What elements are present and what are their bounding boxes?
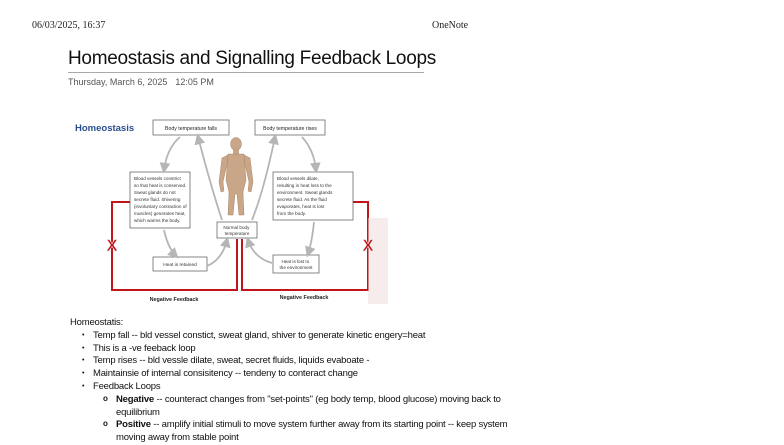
normal-temp-text: Normal body temperature [223, 225, 250, 236]
neg-feedback-right: Negative Feedback [280, 295, 329, 301]
list-item: Temp fall -- bld vessel constict, sweat … [70, 330, 510, 343]
arrow-retained-to-normal [206, 236, 231, 267]
notes-heading: Homeostatis: [70, 317, 124, 328]
arrow-rise-to-response [301, 136, 321, 174]
heat-line: environment. Sweat glands [277, 190, 333, 195]
cold-line: which warms the body. [134, 218, 180, 223]
left-feedback-loop [111, 201, 238, 291]
homeostasis-svg: Homeostasis Body temperature falls Body … [75, 119, 388, 304]
cold-line: secrete fluid. Shivering [134, 197, 181, 202]
heat-lost-text: Heat is lost to the environment [280, 259, 314, 270]
cold-line: Blood vessels constrict [134, 176, 181, 181]
box-temp-falls [152, 119, 230, 136]
desc-negative: -- counteract changes from "set-points" … [116, 393, 501, 418]
list-item: Temp rises -- bld vessle dilate, sweat, … [70, 355, 510, 368]
heat-response-text: Blood vessels dilate, resulting in heat … [277, 176, 334, 216]
homeostasis-diagram: Homeostasis Body temperature falls Body … [72, 110, 388, 304]
neg-feedback-left: Negative Feedback [150, 297, 199, 303]
sublist-item-negative: Negative -- counteract changes from "set… [70, 393, 510, 420]
lost-line: Heat is lost to [281, 259, 309, 264]
page-date: Thursday, March 6, 2025 [68, 77, 168, 87]
page-timestamp: Thursday, March 6, 2025 12:05 PM [68, 77, 214, 87]
box-heat-retained [152, 256, 208, 272]
arrow-response-to-retained [163, 229, 179, 259]
page-time: 12:05 PM [175, 77, 214, 87]
page-title[interactable]: Homeostasis and Signalling Feedback Loop… [68, 48, 436, 73]
notes-body[interactable]: Homeostatis: Temp fall -- bld vessel con… [70, 317, 510, 445]
human-figure-icon [218, 137, 254, 216]
right-edge-shadow [368, 218, 388, 304]
box-normal-temp [216, 221, 258, 239]
arrow-fall-to-response [159, 136, 181, 174]
heat-line: evaporates, heat is lost [277, 204, 325, 209]
normal-line: Normal body [223, 225, 250, 230]
term-negative: Negative [116, 393, 155, 405]
print-app-name: OneNote [432, 20, 469, 31]
arrow-response-to-lost [305, 221, 316, 258]
arrow-normal-to-fall [194, 133, 223, 221]
cold-response-text: Blood vessels constrict so that heat is … [134, 176, 188, 223]
feedback-sublist: Negative -- counteract changes from "set… [70, 393, 510, 445]
box-temp-rises-label: Body temperature rises [263, 126, 317, 132]
cold-line: Sweat glands do not [134, 190, 176, 195]
cold-line: so that heat is conserved. [134, 183, 186, 188]
lost-line: the environment [280, 265, 314, 270]
print-datetime: 06/03/2025, 16:37 [32, 20, 106, 31]
heat-line: Blood vessels dilate, [277, 176, 319, 181]
cold-line: (involuntary contraction of [134, 204, 187, 209]
notes-list: Temp fall -- bld vessel constict, sweat … [70, 330, 510, 394]
list-item: Maintainsie of internal consisitency -- … [70, 368, 510, 381]
list-item: This is a -ve feeback loop [70, 343, 510, 356]
normal-line: temperature [225, 231, 250, 236]
heat-line: secrete fluid. As the fluid [277, 197, 327, 202]
cycle-arrows [159, 133, 321, 267]
box-temp-rises [254, 119, 326, 136]
list-item: Feedback Loops [70, 381, 510, 394]
right-x-mark: X [362, 236, 374, 255]
desc-positive: -- amplify initial stimuli to move syste… [116, 419, 508, 444]
term-positive: Positive [116, 419, 151, 431]
heat-line: resulting in heat loss to the [277, 183, 332, 188]
left-x-mark: X [106, 236, 118, 255]
sublist-item-positive: Positive -- amplify initial stimuli to m… [70, 418, 510, 445]
box-cold-response [129, 171, 191, 229]
box-heat-response [272, 171, 354, 221]
heat-line: from the body. [277, 211, 306, 216]
arrow-lost-to-normal [245, 236, 273, 264]
cold-line: muscles) generates heat, [134, 211, 186, 216]
box-heat-lost [272, 254, 320, 274]
arrow-normal-to-rise [251, 133, 279, 221]
heat-retained-label: Heat is retained [163, 262, 197, 268]
diagram-heading: Homeostasis [75, 123, 134, 134]
box-temp-falls-label: Body temperature falls [165, 126, 217, 132]
